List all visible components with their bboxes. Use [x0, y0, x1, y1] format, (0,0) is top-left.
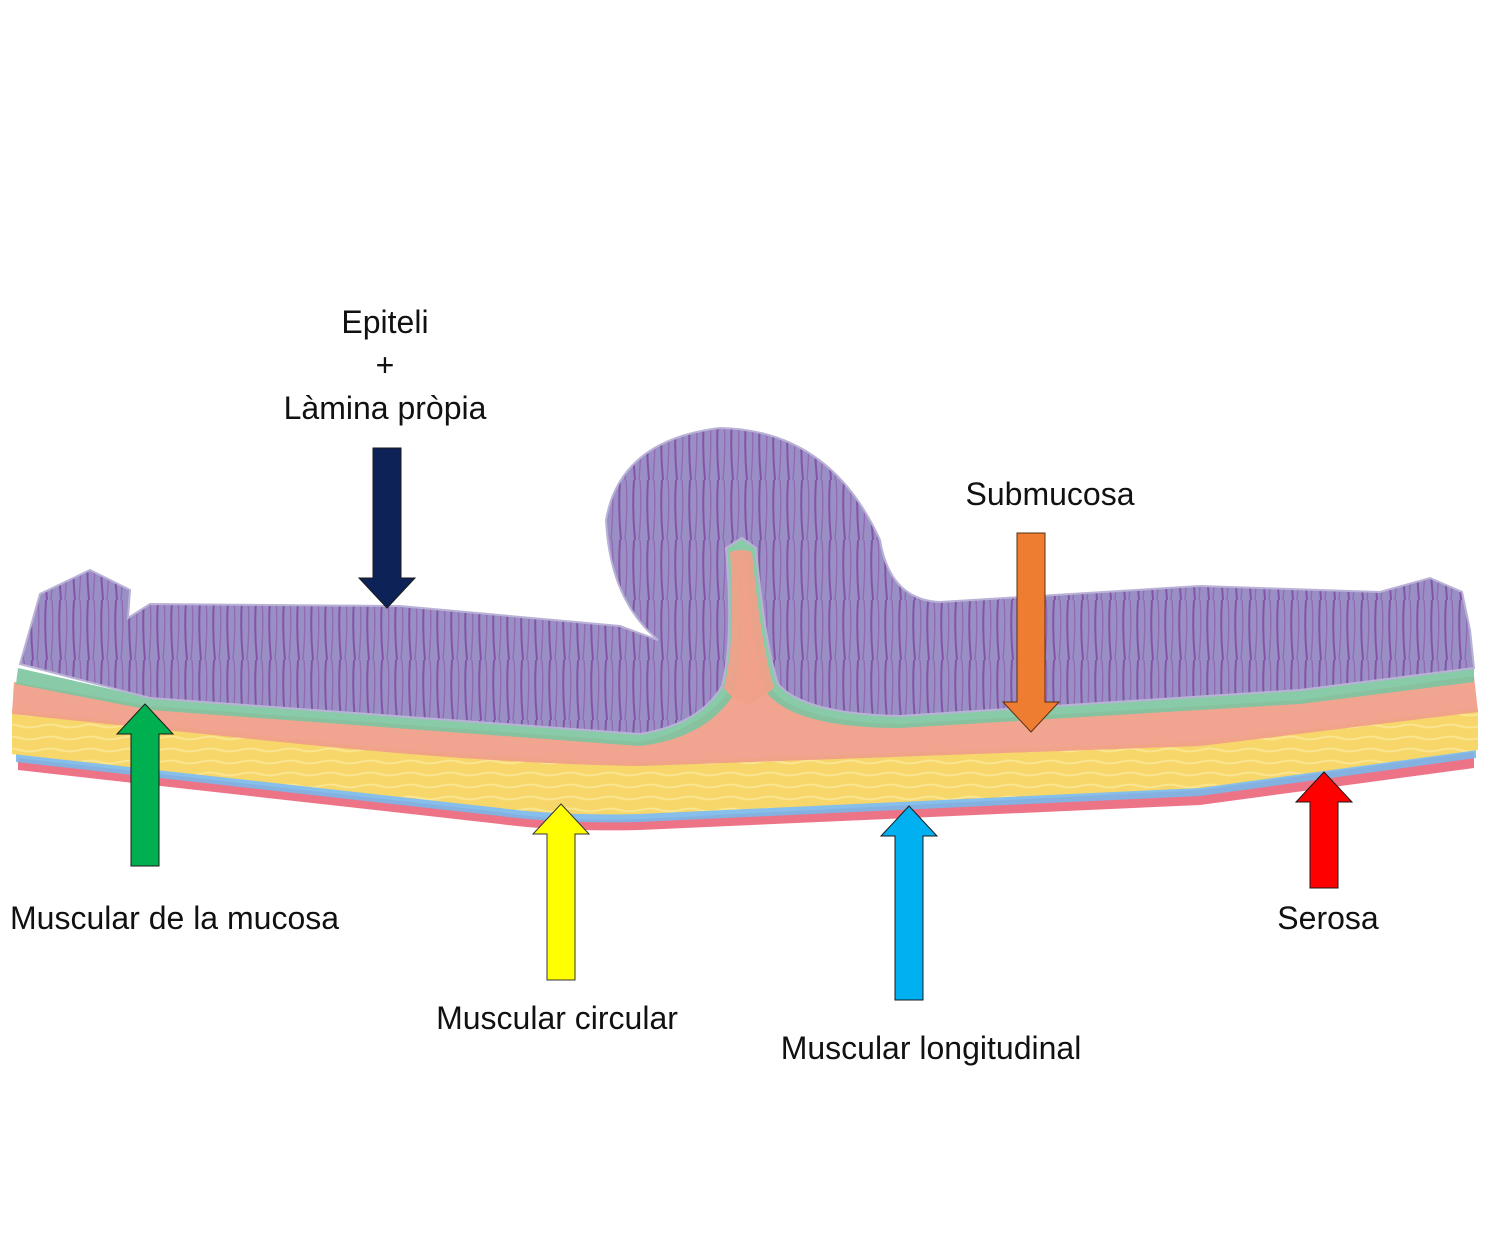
epiteli-arrow [357, 447, 417, 609]
label-muscular-longitudinal: Muscular longitudinal [780, 1030, 1082, 1066]
label-lamina-propia: Làmina pròpia [283, 390, 487, 427]
label-plus: + [375, 347, 395, 384]
muscular-mucosa-arrow [115, 703, 175, 867]
mucosa-layer [18, 426, 1476, 736]
muscular-circular-arrow [531, 803, 591, 981]
label-muscular-circular: Muscular circular [436, 1000, 678, 1036]
serosa-arrow [1294, 771, 1354, 889]
label-submucosa: Submucosa [965, 476, 1135, 512]
label-muscular-mucosa: Muscular de la mucosa [10, 900, 340, 936]
submucosa-arrow [1001, 532, 1061, 733]
label-epiteli: Epiteli [341, 304, 429, 340]
fold-core [724, 550, 774, 704]
muscular-longitudinal-arrow [879, 805, 939, 1001]
label-serosa: Serosa [1277, 900, 1379, 936]
label-epiteli-lamina-propia: Epiteli + Làmina pròpia [284, 301, 487, 431]
